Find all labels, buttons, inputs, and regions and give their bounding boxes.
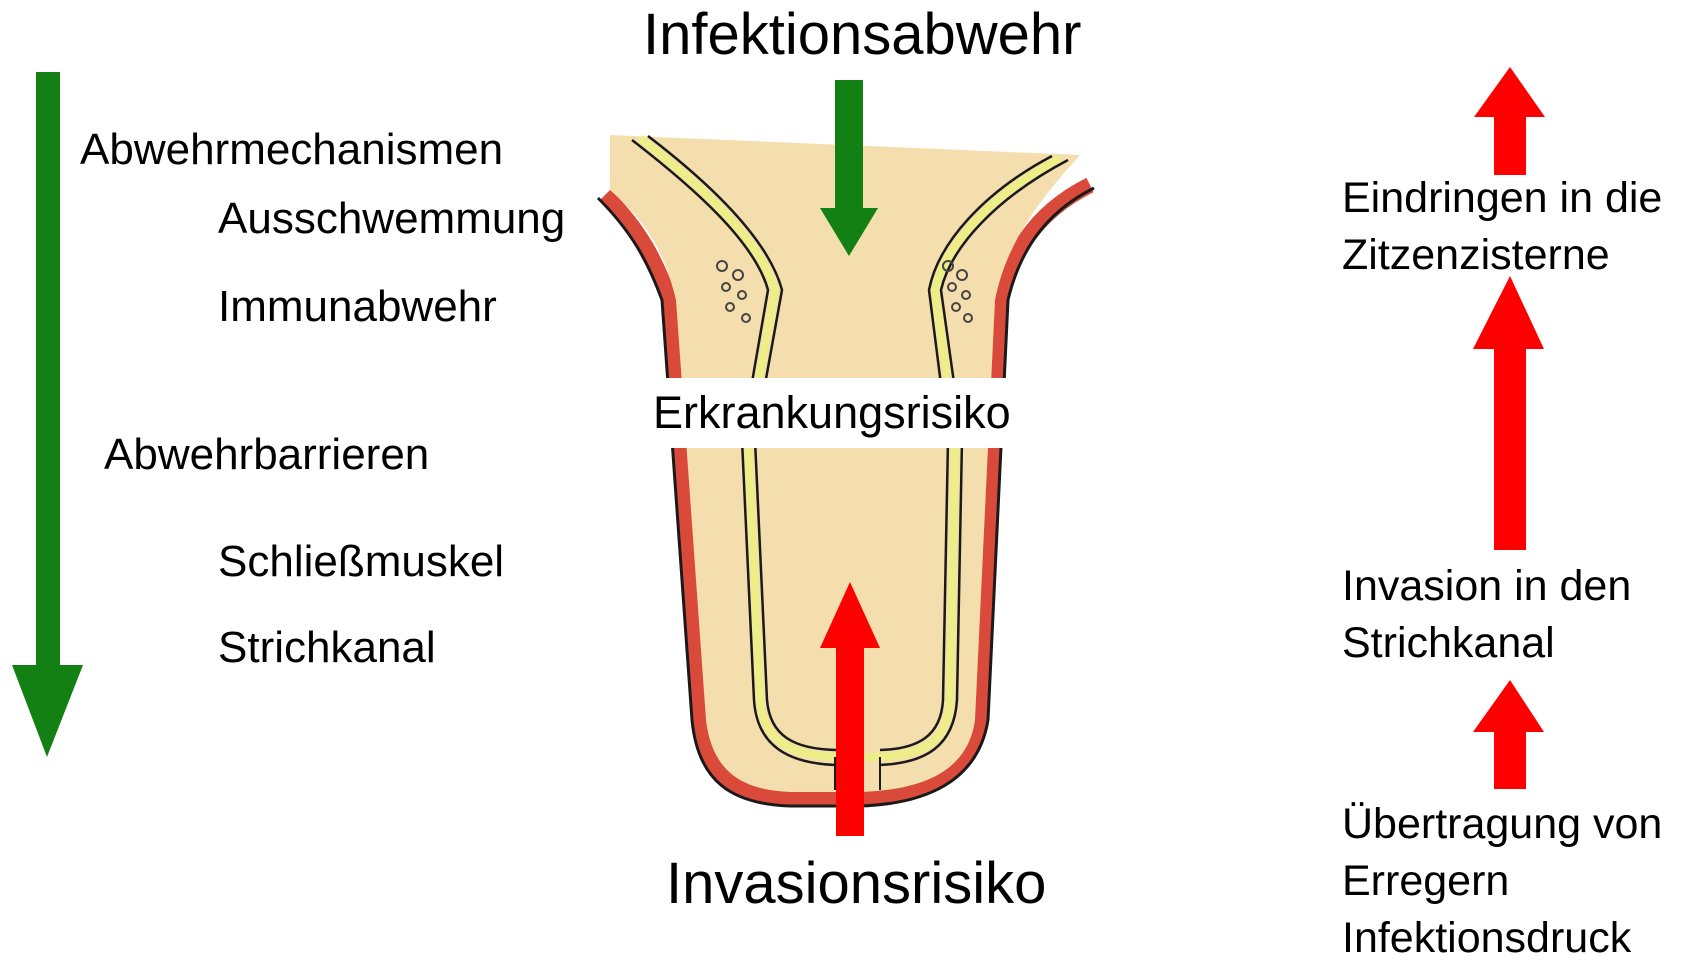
risk-arrow-right-bottom: [1473, 680, 1544, 789]
right-step-transmission-line-2: Erregern: [1342, 853, 1662, 910]
left-item-ausschwemmung: Ausschwemmung: [218, 197, 565, 241]
right-step-transmission: Übertragung von Erregern Infektionsdruck: [1342, 796, 1662, 967]
left-heading-barriers: Abwehrbarrieren: [104, 433, 429, 477]
left-item-strichkanal: Strichkanal: [218, 626, 436, 670]
right-step-transmission-line-1: Übertragung von: [1342, 796, 1662, 853]
risk-arrow-right-middle: [1473, 276, 1544, 550]
left-item-immunabwehr: Immunabwehr: [218, 285, 497, 329]
right-step-canal: Invasion in den Strichkanal: [1342, 558, 1631, 672]
defense-arrow-left: [12, 72, 83, 757]
top-title: Infektionsabwehr: [643, 6, 1081, 64]
bottom-title: Invasionsrisiko: [666, 855, 1046, 913]
left-heading-mechanisms: Abwehrmechanismen: [80, 128, 503, 172]
center-label: Erkrankungsrisiko: [653, 390, 1011, 435]
right-step-cistern-line-2: Zitzenzisterne: [1342, 227, 1662, 284]
right-step-cistern-line-1: Eindringen in die: [1342, 170, 1662, 227]
right-step-transmission-line-3: Infektionsdruck: [1342, 910, 1662, 967]
risk-arrow-right-top: [1474, 67, 1545, 175]
right-step-canal-line-2: Strichkanal: [1342, 615, 1631, 672]
right-step-cistern: Eindringen in die Zitzenzisterne: [1342, 170, 1662, 284]
right-step-canal-line-1: Invasion in den: [1342, 558, 1631, 615]
left-item-schliessmuskel: Schließmuskel: [218, 540, 504, 584]
